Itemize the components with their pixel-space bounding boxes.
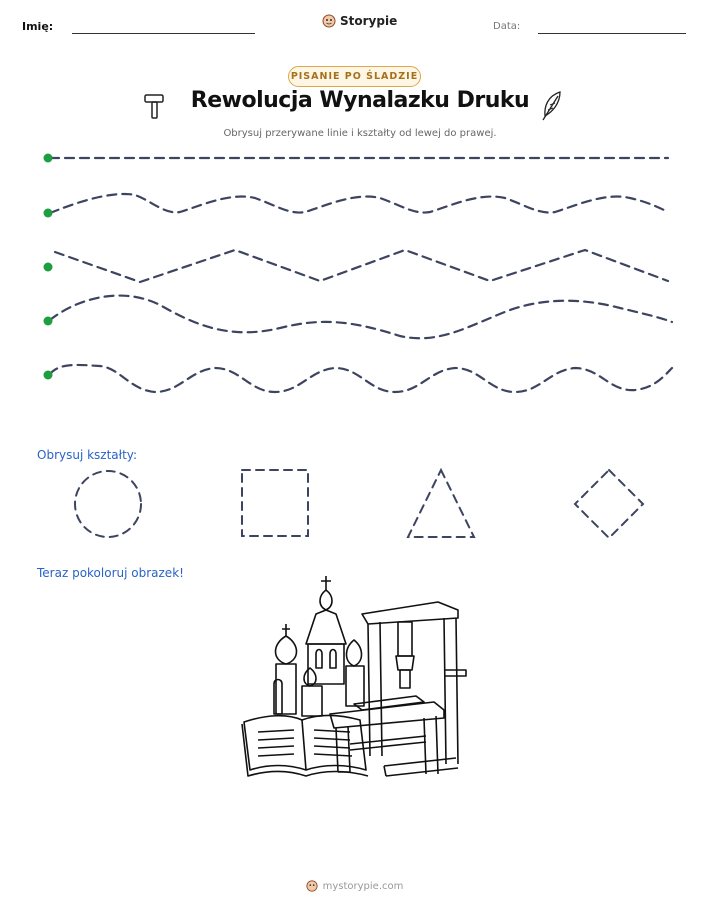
date-line[interactable] [538, 33, 686, 34]
hammer-icon [144, 94, 164, 119]
left-tower-cross [282, 624, 290, 636]
shapes-section-label: Obrysuj kształty: [37, 448, 138, 462]
footer: mystorypie.com [0, 880, 709, 892]
brand-name: Storypie [340, 14, 398, 28]
coloring-picture[interactable] [238, 574, 468, 794]
tracing-shapes [74, 467, 645, 540]
tracing-shape-square [241, 469, 309, 537]
tracing-lines [43, 153, 674, 394]
storypie-logo-icon [322, 14, 336, 28]
tracing-shape-diamond [573, 468, 645, 540]
cathedral-cross [321, 576, 331, 590]
worksheet-instruction: Obrysuj przerywane linie i kształty od l… [223, 128, 497, 139]
start-dot-5 [43, 370, 53, 380]
footer-url[interactable]: mystorypie.com [322, 880, 404, 892]
tracing-line-wide-wave [48, 294, 674, 340]
name-label: Imię: [22, 20, 54, 33]
start-dot-1 [43, 153, 53, 163]
storypie-logo-icon [306, 880, 318, 892]
press-screw [397, 621, 413, 657]
cathedral-tower [305, 609, 347, 645]
tracing-line-zigzag [53, 248, 670, 284]
name-line[interactable] [72, 33, 255, 34]
start-dot-2 [43, 208, 53, 218]
right-dome [345, 639, 363, 667]
tracing-line-bump-wave [48, 363, 674, 394]
worksheet-badge: PISANIE PO ŚLADZIE [288, 66, 421, 87]
start-dot-4 [43, 316, 53, 326]
tracing-line-gentle-wave [48, 192, 670, 215]
tracing-shape-triangle [406, 467, 476, 538]
press-bed [329, 701, 445, 729]
quill-icon [542, 91, 561, 121]
cathedral-spire [319, 589, 333, 611]
open-book [243, 714, 367, 771]
left-onion-dome [274, 635, 298, 665]
tracing-shape-circle [74, 470, 142, 538]
press-frame [361, 601, 459, 625]
header-logo: Storypie [322, 14, 397, 28]
press-lever [444, 669, 467, 677]
coloring-section-label: Teraz pokoloruj obrazek! [37, 566, 184, 580]
worksheet-title: Rewolucja Wynalazku Druku [190, 88, 530, 113]
date-label: Data: [493, 21, 521, 32]
start-dot-3 [43, 262, 53, 272]
